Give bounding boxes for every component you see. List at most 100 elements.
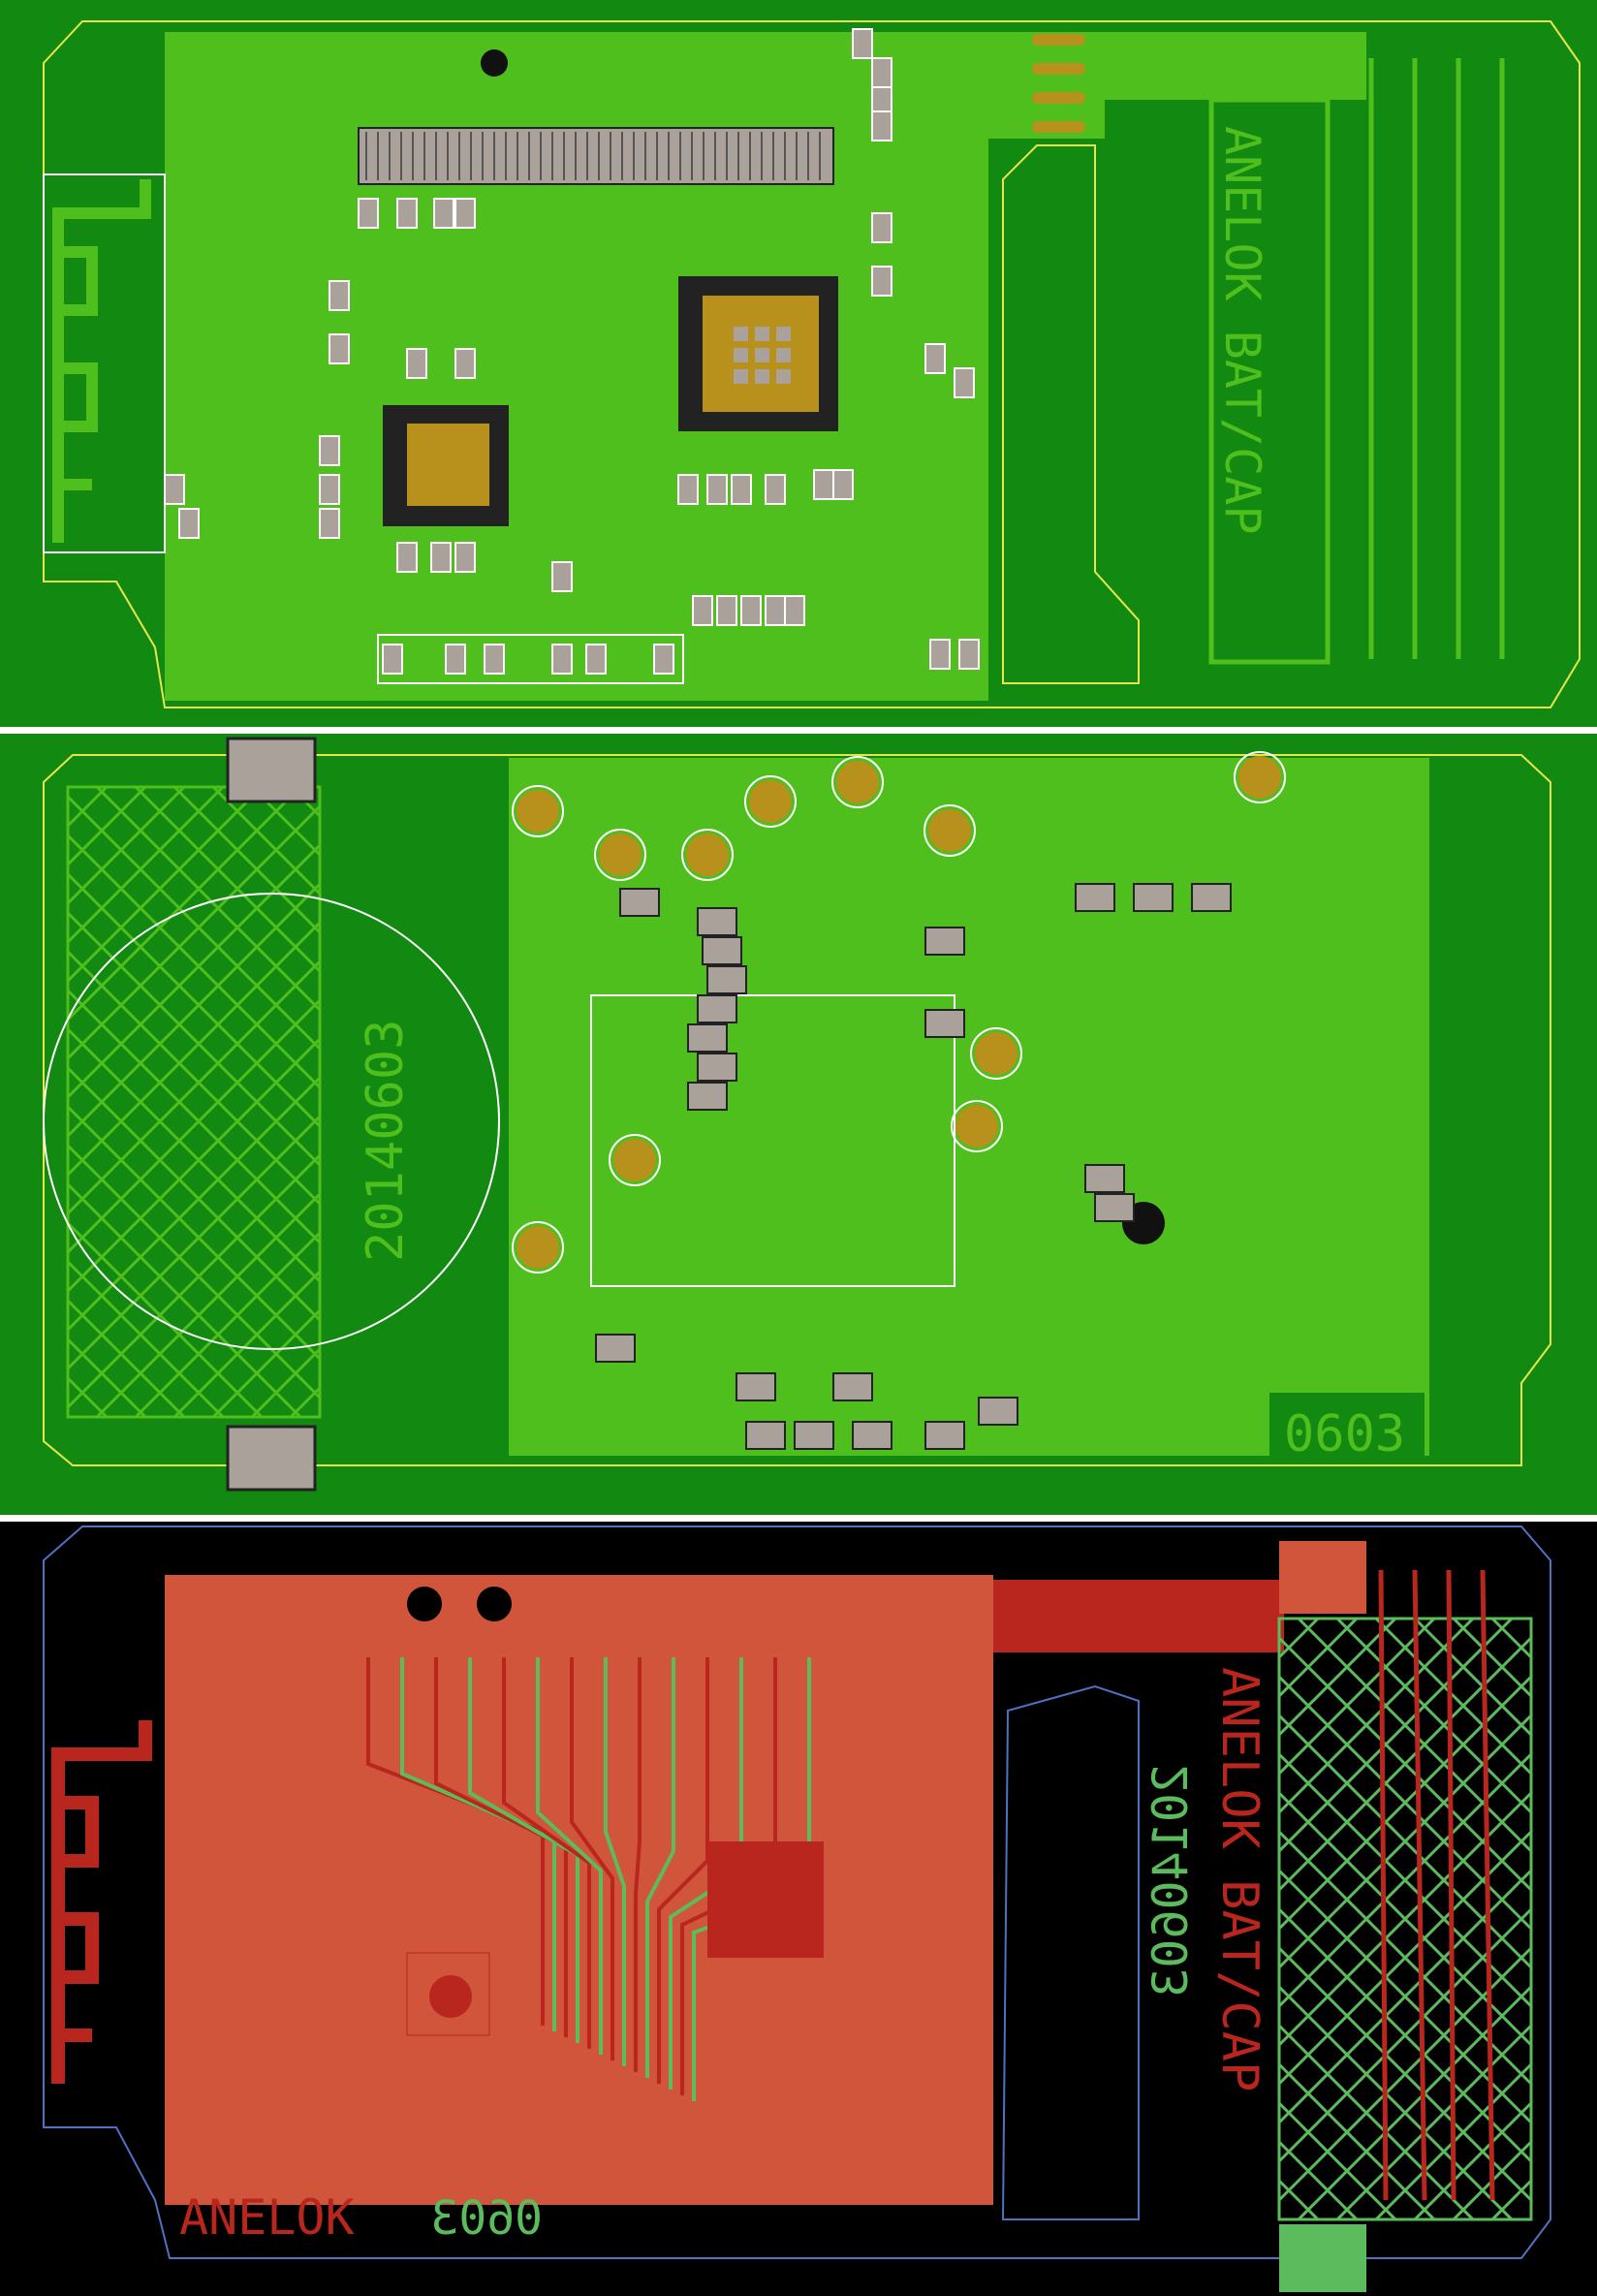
- test-point-ring: [744, 775, 797, 828]
- test-point: [928, 809, 971, 852]
- hatch-line: [66, 1337, 147, 1419]
- smd-part: [687, 1023, 728, 1053]
- smd-part: [924, 1421, 965, 1450]
- hatch-line: [66, 785, 264, 983]
- hatch-line: [66, 843, 322, 1099]
- hatch-line: [66, 785, 225, 944]
- smd-part: [692, 595, 713, 626]
- hatch-line: [95, 785, 322, 1012]
- hatch-line: [66, 1066, 322, 1322]
- coin-cell-outline: [43, 893, 500, 1350]
- smd-part: [832, 469, 854, 500]
- signal-trace: [604, 1657, 626, 2066]
- test-point-ring: [609, 1134, 661, 1186]
- hatch-line: [1277, 1675, 1533, 1931]
- smd-part: [164, 474, 185, 505]
- test-point: [517, 1226, 559, 1269]
- battery-hatch: [66, 785, 322, 1419]
- hatch-line: [1277, 2024, 1475, 2221]
- side-label: ANELOK BAT/CAP: [1214, 126, 1270, 534]
- smd-part: [1075, 883, 1115, 912]
- hatch-line: [1335, 2024, 1533, 2221]
- display-flex-traces: [1368, 58, 1505, 659]
- flex-pad-bottom: [1279, 2224, 1366, 2292]
- smd-part: [454, 348, 476, 379]
- signal-trace: [657, 1657, 709, 2084]
- smd-part: [677, 474, 699, 505]
- hatch-line: [1297, 1617, 1533, 1853]
- hatch-line: [1277, 1617, 1320, 1659]
- test-points: [512, 751, 1286, 1274]
- corner-code-mirrored: 0603: [430, 2191, 543, 2246]
- hatch-line: [1490, 2179, 1533, 2221]
- red-copper-strip: [993, 1580, 1284, 1652]
- hatch-line: [172, 1270, 322, 1419]
- board-name: ANELOK: [179, 647, 362, 706]
- smd-part: [702, 936, 742, 965]
- hatch-line: [66, 1299, 186, 1419]
- hatch-line: [66, 1115, 322, 1370]
- battery-pad-bottom: [226, 1425, 317, 1492]
- test-point: [517, 790, 559, 833]
- smd-part: [731, 474, 752, 505]
- test-point-ring: [951, 1100, 1003, 1152]
- hatch-line: [1277, 1617, 1436, 1776]
- hatch-line: [1277, 1636, 1533, 1892]
- smd-part: [697, 994, 737, 1023]
- hatch-line: [1277, 1617, 1397, 1737]
- smd-part: [1133, 883, 1174, 912]
- smd-part: [329, 333, 350, 364]
- smd-components: [164, 28, 980, 675]
- thermal-via-pad: [755, 369, 769, 384]
- test-point-ring: [594, 829, 646, 881]
- test-point: [1238, 756, 1281, 799]
- smd-components: [595, 883, 1232, 1450]
- smd-part: [697, 907, 737, 936]
- test-point: [613, 1139, 656, 1181]
- hatch-line: [1277, 2062, 1436, 2221]
- smd-part: [832, 1372, 873, 1401]
- gold-fingers: [1032, 34, 1085, 133]
- mcu-chip: [678, 276, 838, 431]
- smd-part: [924, 1009, 965, 1038]
- smd-part: [871, 110, 892, 142]
- smd-part: [765, 474, 786, 505]
- date-code-mirrored: 20140603: [1143, 1764, 1199, 1997]
- smd-part: [716, 595, 737, 626]
- test-point: [686, 833, 729, 876]
- battery-cutout: [1001, 1684, 1140, 2220]
- thermal-via-pad: [776, 327, 791, 341]
- signal-trace: [536, 1657, 603, 2055]
- signal-trace: [468, 1657, 579, 2043]
- hatch-line: [66, 1027, 322, 1283]
- bottom-layer-view: 20140603 0603: [0, 734, 1597, 1515]
- hatch-line: [1277, 2179, 1320, 2221]
- copper-pour-extension: [1105, 32, 1366, 100]
- smd-part: [978, 1397, 1018, 1426]
- test-point: [749, 780, 792, 823]
- hatch-line: [66, 1376, 109, 1419]
- smd-part: [871, 57, 892, 88]
- hatch-line: [66, 959, 322, 1215]
- hatch-line: [134, 785, 322, 973]
- smd-part: [396, 542, 418, 573]
- antenna-trace: [51, 1720, 152, 2084]
- smd-part: [585, 644, 607, 675]
- hatch-line: [66, 1260, 225, 1419]
- hatch-line: [95, 1192, 322, 1419]
- smd-part: [929, 639, 951, 670]
- smd-part: [454, 198, 476, 229]
- signal-trace: [570, 1657, 614, 2060]
- test-point-ring: [1234, 751, 1286, 803]
- main-connector: [358, 127, 834, 185]
- hatch-line: [66, 882, 322, 1138]
- thermal-via-pad: [734, 327, 748, 341]
- corner-cutout: [1269, 1393, 1425, 1461]
- smd-part: [484, 644, 505, 675]
- radio-chip: [383, 405, 509, 526]
- test-point-ring: [924, 804, 976, 857]
- hatch-line: [1277, 1617, 1514, 1853]
- hatch-line: [66, 872, 322, 1128]
- smd-part: [794, 1421, 834, 1450]
- test-point-ring: [512, 1221, 564, 1274]
